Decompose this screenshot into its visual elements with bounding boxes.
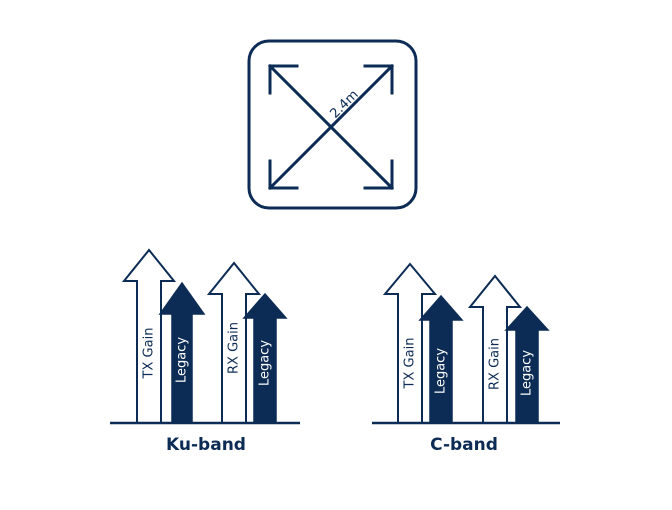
c-band-label: C-band: [430, 435, 498, 455]
ku-rx-gain-arrow: [206, 261, 262, 424]
antenna-size-label: 2.4m: [327, 87, 361, 121]
c-tx-legacy-arrow: [418, 294, 464, 424]
c-tx-gain-arrow: [382, 262, 438, 424]
c-tx-legacy-label: Legacy: [434, 348, 449, 394]
corner-arrowhead-top-left: [268, 64, 299, 95]
c-rx-gain-label: RX Gain: [488, 338, 503, 390]
ku-rx-legacy-arrow: [242, 292, 288, 424]
ku-tx-legacy-arrow: [158, 281, 206, 424]
corner-arrowhead-bottom-left: [268, 159, 299, 190]
ku-band-label: Ku-band: [166, 435, 246, 455]
corner-arrowhead-top-right: [363, 64, 394, 95]
corner-arrowhead-bottom-right: [363, 159, 394, 190]
c-rx-legacy-label: Legacy: [520, 350, 535, 396]
ku-tx-gain-arrow: [121, 248, 177, 424]
icon-frame: [247, 39, 418, 210]
c-tx-gain-label: TX Gain: [403, 338, 418, 390]
c-rx-legacy-arrow: [504, 305, 550, 424]
c-rx-gain-arrow: [467, 274, 523, 424]
ku-band-group: TX Gain Legacy RX Gain Legacy Ku-band: [110, 248, 300, 455]
ku-tx-legacy-label: Legacy: [175, 337, 190, 383]
c-band-group: TX Gain Legacy RX Gain Legacy C-band: [372, 262, 560, 455]
ku-rx-gain-label: RX Gain: [227, 322, 242, 374]
diagonal-arrow-2: [267, 63, 395, 191]
ku-tx-gain-label: TX Gain: [142, 328, 157, 380]
antenna-size-icon: [247, 39, 418, 210]
ku-rx-legacy-label: Legacy: [258, 340, 273, 386]
